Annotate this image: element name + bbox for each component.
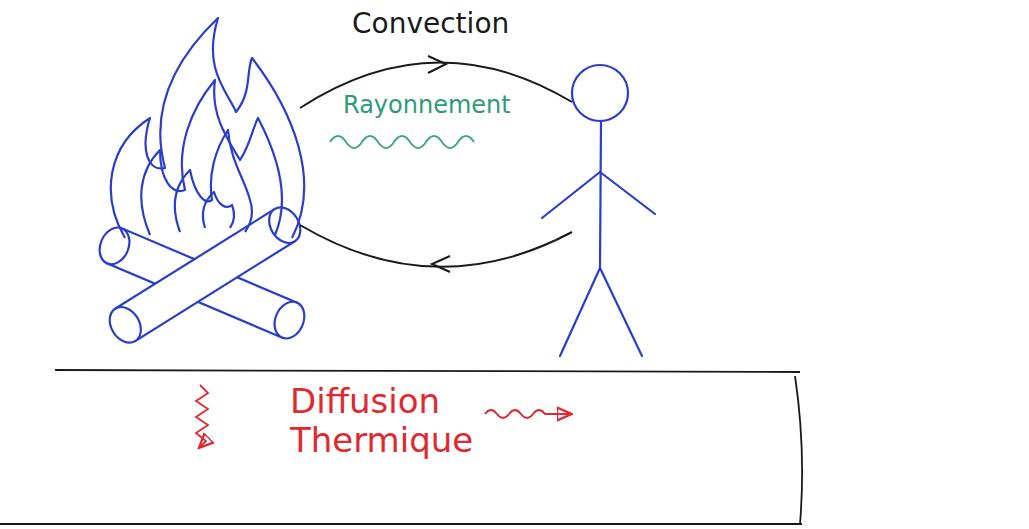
arrow-head <box>432 256 450 272</box>
label-text: Convection <box>352 8 552 40</box>
radiation-wave <box>330 136 474 148</box>
stick-figure <box>542 65 655 356</box>
arrow-head <box>428 56 446 73</box>
label-text: Diffusion Thermique <box>290 382 475 460</box>
flames <box>111 18 304 238</box>
ground-line <box>0 523 802 525</box>
diffusion-wave <box>485 410 570 418</box>
log <box>103 202 306 349</box>
bracket <box>795 376 802 524</box>
diffusion-zigzag <box>196 385 208 447</box>
label-text: Rayonnement <box>343 92 543 120</box>
convection-arc <box>300 225 572 267</box>
ground-line <box>55 370 800 372</box>
